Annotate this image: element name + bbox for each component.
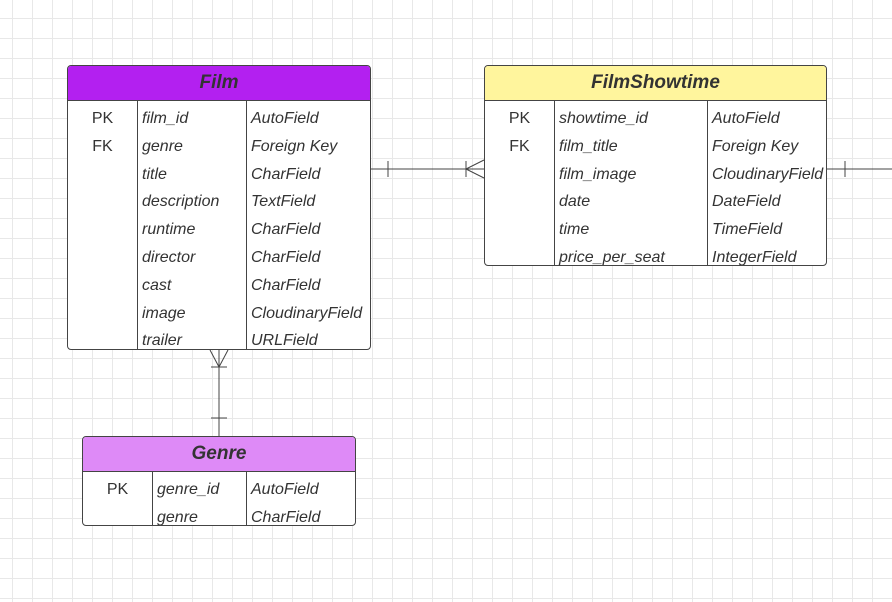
field-name: trailer — [142, 332, 183, 350]
film-entity-header: Film — [68, 66, 370, 101]
column-divider — [554, 101, 555, 265]
field-type: CharField — [251, 221, 321, 239]
field-type: IntegerField — [712, 248, 797, 266]
field-type: DateField — [712, 193, 781, 211]
field-row[interactable]: description TextField — [68, 188, 370, 216]
field-row[interactable]: FK genre Foreign Key — [68, 133, 370, 161]
field-row[interactable]: image CloudinaryField — [68, 300, 370, 328]
genre-entity[interactable]: Genre PK genre_id AutoField genre CharField — [82, 436, 356, 526]
field-row[interactable]: PK genre_id AutoField — [83, 476, 355, 504]
field-type: URLField — [251, 332, 318, 350]
field-row[interactable]: time TimeField — [485, 216, 826, 244]
column-divider — [707, 101, 708, 265]
column-divider — [152, 472, 153, 525]
field-name: film_title — [559, 137, 618, 155]
field-name: genre — [142, 137, 183, 155]
field-row[interactable]: trailer URLField — [68, 327, 370, 350]
field-name: genre_id — [157, 481, 220, 498]
field-type: CloudinaryField — [251, 304, 363, 322]
field-key: PK — [508, 110, 531, 127]
field-key: FK — [92, 137, 113, 155]
column-divider — [246, 101, 247, 349]
field-type: CharField — [251, 276, 321, 294]
field-type: CharField — [251, 165, 321, 183]
field-name: title — [142, 165, 167, 183]
field-name: director — [142, 248, 196, 266]
genre-entity-header: Genre — [83, 437, 355, 472]
field-name: description — [142, 193, 220, 211]
field-row[interactable]: PK film_id AutoField — [68, 105, 370, 133]
field-name: runtime — [142, 221, 196, 239]
field-type: CharField — [251, 508, 321, 526]
field-type: AutoField — [251, 481, 319, 498]
field-type: AutoField — [251, 110, 319, 127]
field-row[interactable]: film_image CloudinaryField — [485, 161, 826, 189]
field-row[interactable]: PK showtime_id AutoField — [485, 105, 826, 133]
field-key: FK — [509, 137, 530, 155]
genre-entity-fields: PK genre_id AutoField genre CharField — [83, 472, 355, 526]
field-row[interactable]: runtime CharField — [68, 216, 370, 244]
column-divider — [246, 472, 247, 525]
field-row[interactable]: FK film_title Foreign Key — [485, 133, 826, 161]
column-divider — [137, 101, 138, 349]
field-name: genre — [157, 508, 198, 526]
field-name: time — [559, 221, 590, 239]
field-type: Foreign Key — [251, 137, 338, 155]
field-name: film_image — [559, 165, 637, 183]
field-row[interactable]: director CharField — [68, 244, 370, 272]
field-row[interactable]: title CharField — [68, 161, 370, 189]
field-row[interactable]: date DateField — [485, 188, 826, 216]
field-type: AutoField — [712, 110, 780, 127]
field-type: CharField — [251, 248, 321, 266]
field-name: cast — [142, 276, 172, 294]
field-row[interactable]: genre CharField — [83, 504, 355, 526]
field-row[interactable]: price_per_seat IntegerField — [485, 244, 826, 266]
film-showtime-relationship — [371, 159, 485, 179]
showtime-external-relationship — [827, 161, 892, 177]
field-row[interactable]: cast CharField — [68, 272, 370, 300]
filmshowtime-entity-header: FilmShowtime — [485, 66, 826, 101]
field-name: date — [559, 193, 591, 211]
field-name: film_id — [142, 110, 189, 127]
field-type: TextField — [251, 193, 316, 211]
field-name: price_per_seat — [559, 248, 665, 266]
field-type: Foreign Key — [712, 137, 799, 155]
film-genre-relationship — [209, 349, 229, 436]
field-type: CloudinaryField — [712, 165, 824, 183]
field-key: PK — [106, 481, 129, 498]
field-name: image — [142, 304, 186, 322]
field-name: showtime_id — [559, 110, 648, 127]
field-key: PK — [91, 110, 114, 127]
field-type: TimeField — [712, 221, 783, 239]
